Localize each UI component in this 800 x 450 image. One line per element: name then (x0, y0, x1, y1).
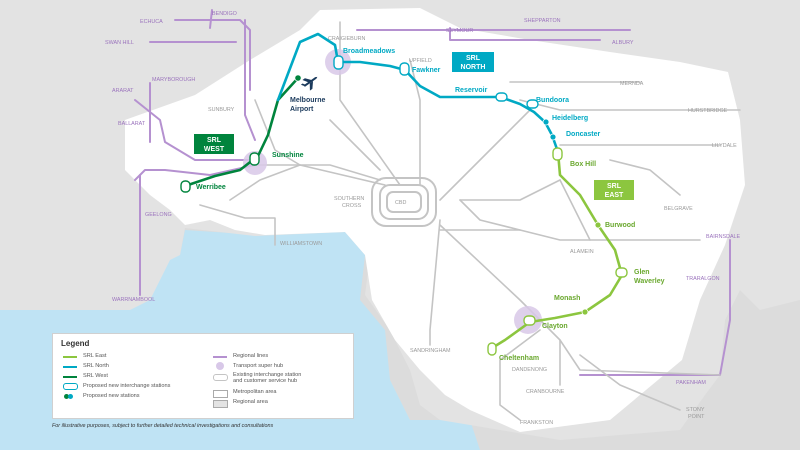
legend-label-existing-interchange-1: Existing interchange station (233, 372, 302, 378)
airplane-icon (300, 76, 318, 91)
metro-lines (199, 21, 741, 421)
legend-swatch-super-hub (216, 362, 224, 370)
place-swan-hill: SWAN HILL (105, 40, 134, 46)
legend-label-srl-east: SRL East (83, 353, 107, 359)
station-label-glen-waverley-1: Glen (634, 269, 650, 276)
place-echuca: ECHUCA (140, 19, 163, 25)
legend-swatch-existing-interchange (213, 374, 228, 381)
place-sunbury: SUNBURY (208, 107, 235, 113)
place-bendigo: BENDIGO (212, 11, 237, 17)
srl-east-badge-line2: EAST (605, 192, 624, 199)
place-southern-cross-1: SOUTHERN (334, 196, 364, 202)
srl-north-badge: SRL NORTH (452, 52, 494, 72)
place-hurstbridge: HURSTBRIDGE (688, 108, 728, 114)
station-label-doncaster: Doncaster (566, 131, 601, 138)
legend-swatch-srl-west (63, 376, 77, 378)
place-stony-point-2: POINT (688, 414, 705, 420)
station-label-broadmeadows: Broadmeadows (343, 48, 395, 55)
legend-label-super-hub: Transport super hub (233, 363, 284, 369)
srl-north-line (276, 32, 560, 154)
srl-east-badge: SRL EAST (594, 180, 634, 200)
legend-label-interchange: Proposed new interchange stations (83, 383, 171, 389)
srl-north-badge-line2: NORTH (461, 64, 486, 71)
place-dandenong: DANDENONG (512, 367, 547, 373)
interchange-stations (180, 55, 628, 356)
place-bairnsdale: BAIRNSDALE (706, 234, 741, 240)
station-label-bundoora: Bundoora (536, 97, 569, 104)
place-upfield: UPFIELD (409, 58, 432, 64)
srl-west-badge: SRL WEST (194, 134, 234, 154)
legend-swatch-new-station-2 (68, 394, 73, 399)
station-label-cheltenham: Cheltenham (499, 355, 539, 362)
legend-label-srl-north: SRL North (83, 363, 109, 369)
legend-swatch-metro-area (213, 390, 228, 398)
place-shepparton: SHEPPARTON (524, 18, 561, 24)
place-southern-cross-2: CROSS (342, 203, 362, 209)
legend-label-existing-interchange-2: and customer service hub (233, 378, 298, 384)
legend-label-new-stations: Proposed new stations (83, 393, 140, 399)
place-cranbourne: CRANBOURNE (526, 389, 565, 395)
station-label-werribee: Werribee (196, 184, 226, 191)
legend-swatch-interchange (63, 383, 78, 390)
place-ballarat: BALLARAT (118, 121, 146, 127)
place-cbd: CBD (395, 200, 406, 206)
regional-lines (134, 9, 731, 376)
legend-swatch-regional-lines (213, 356, 227, 358)
station-label-reservoir: Reservoir (455, 87, 488, 94)
station-label-monash: Monash (554, 295, 580, 302)
place-craigieburn: CRAIGIEBURN (328, 36, 366, 42)
place-traralgon: TRARALGON (686, 276, 720, 282)
place-williamstown: WILLIAMSTOWN (280, 241, 322, 247)
station-label-heidelberg: Heidelberg (552, 115, 588, 122)
place-maryborough: MARYBOROUGH (152, 77, 195, 83)
place-mernda: MERNDA (620, 81, 644, 87)
legend-label-metro-area: Metropolitan area (233, 389, 277, 395)
legend-label-regional-area: Regional area (233, 399, 268, 405)
station-label-fawkner: Fawkner (412, 67, 441, 74)
legend-swatch-new-station-1 (64, 394, 69, 399)
place-frankston: FRANKSTON (520, 420, 553, 426)
srl-west-badge-line1: SRL (207, 137, 222, 144)
cbd-loop (371, 177, 437, 227)
place-pakenham: PAKENHAM (676, 380, 706, 386)
station-label-clayton: Clayton (542, 323, 568, 330)
srl-west-badge-line2: WEST (204, 146, 225, 153)
station-label-sunshine: Sunshine (272, 152, 304, 159)
place-geelong: GEELONG (145, 212, 172, 218)
legend-swatch-srl-east (63, 356, 77, 358)
station-label-glen-waverley-2: Waverley (634, 278, 665, 285)
place-sandringham: SANDRINGHAM (410, 348, 451, 354)
place-stony-point-1: STONY (686, 407, 705, 413)
legend-swatch-regional-area (213, 400, 228, 408)
station-label-airport-1: Melbourne (290, 97, 325, 104)
place-warrnambool: WARRNAMBOOL (112, 297, 155, 303)
station-label-box-hill: Box Hill (570, 161, 596, 168)
place-belgrave: BELGRAVE (664, 206, 693, 212)
metropolitan-area (125, 8, 745, 432)
legend-swatch-srl-north (63, 366, 77, 368)
legend-label-regional-lines: Regional lines (233, 353, 269, 359)
legend-title: Legend (61, 339, 90, 348)
srl-north-badge-line1: SRL (466, 55, 481, 62)
station-label-airport-2: Airport (290, 106, 314, 113)
place-albury: ALBURY (612, 40, 634, 46)
place-lilydale: LILYDALE (712, 143, 737, 149)
new-stations (294, 74, 602, 316)
footnote: For illustrative purposes, subject to fu… (52, 423, 274, 429)
legend-label-srl-west: SRL West (83, 373, 108, 379)
place-ararat: ARARAT (112, 88, 134, 94)
place-alamein: ALAMEIN (570, 249, 594, 255)
map-legend: Legend SRL East SRL North SRL West Propo… (52, 333, 354, 419)
place-seymour: SEYMOUR (446, 28, 473, 34)
srl-east-badge-line1: SRL (607, 183, 622, 190)
station-label-burwood: Burwood (605, 222, 635, 229)
